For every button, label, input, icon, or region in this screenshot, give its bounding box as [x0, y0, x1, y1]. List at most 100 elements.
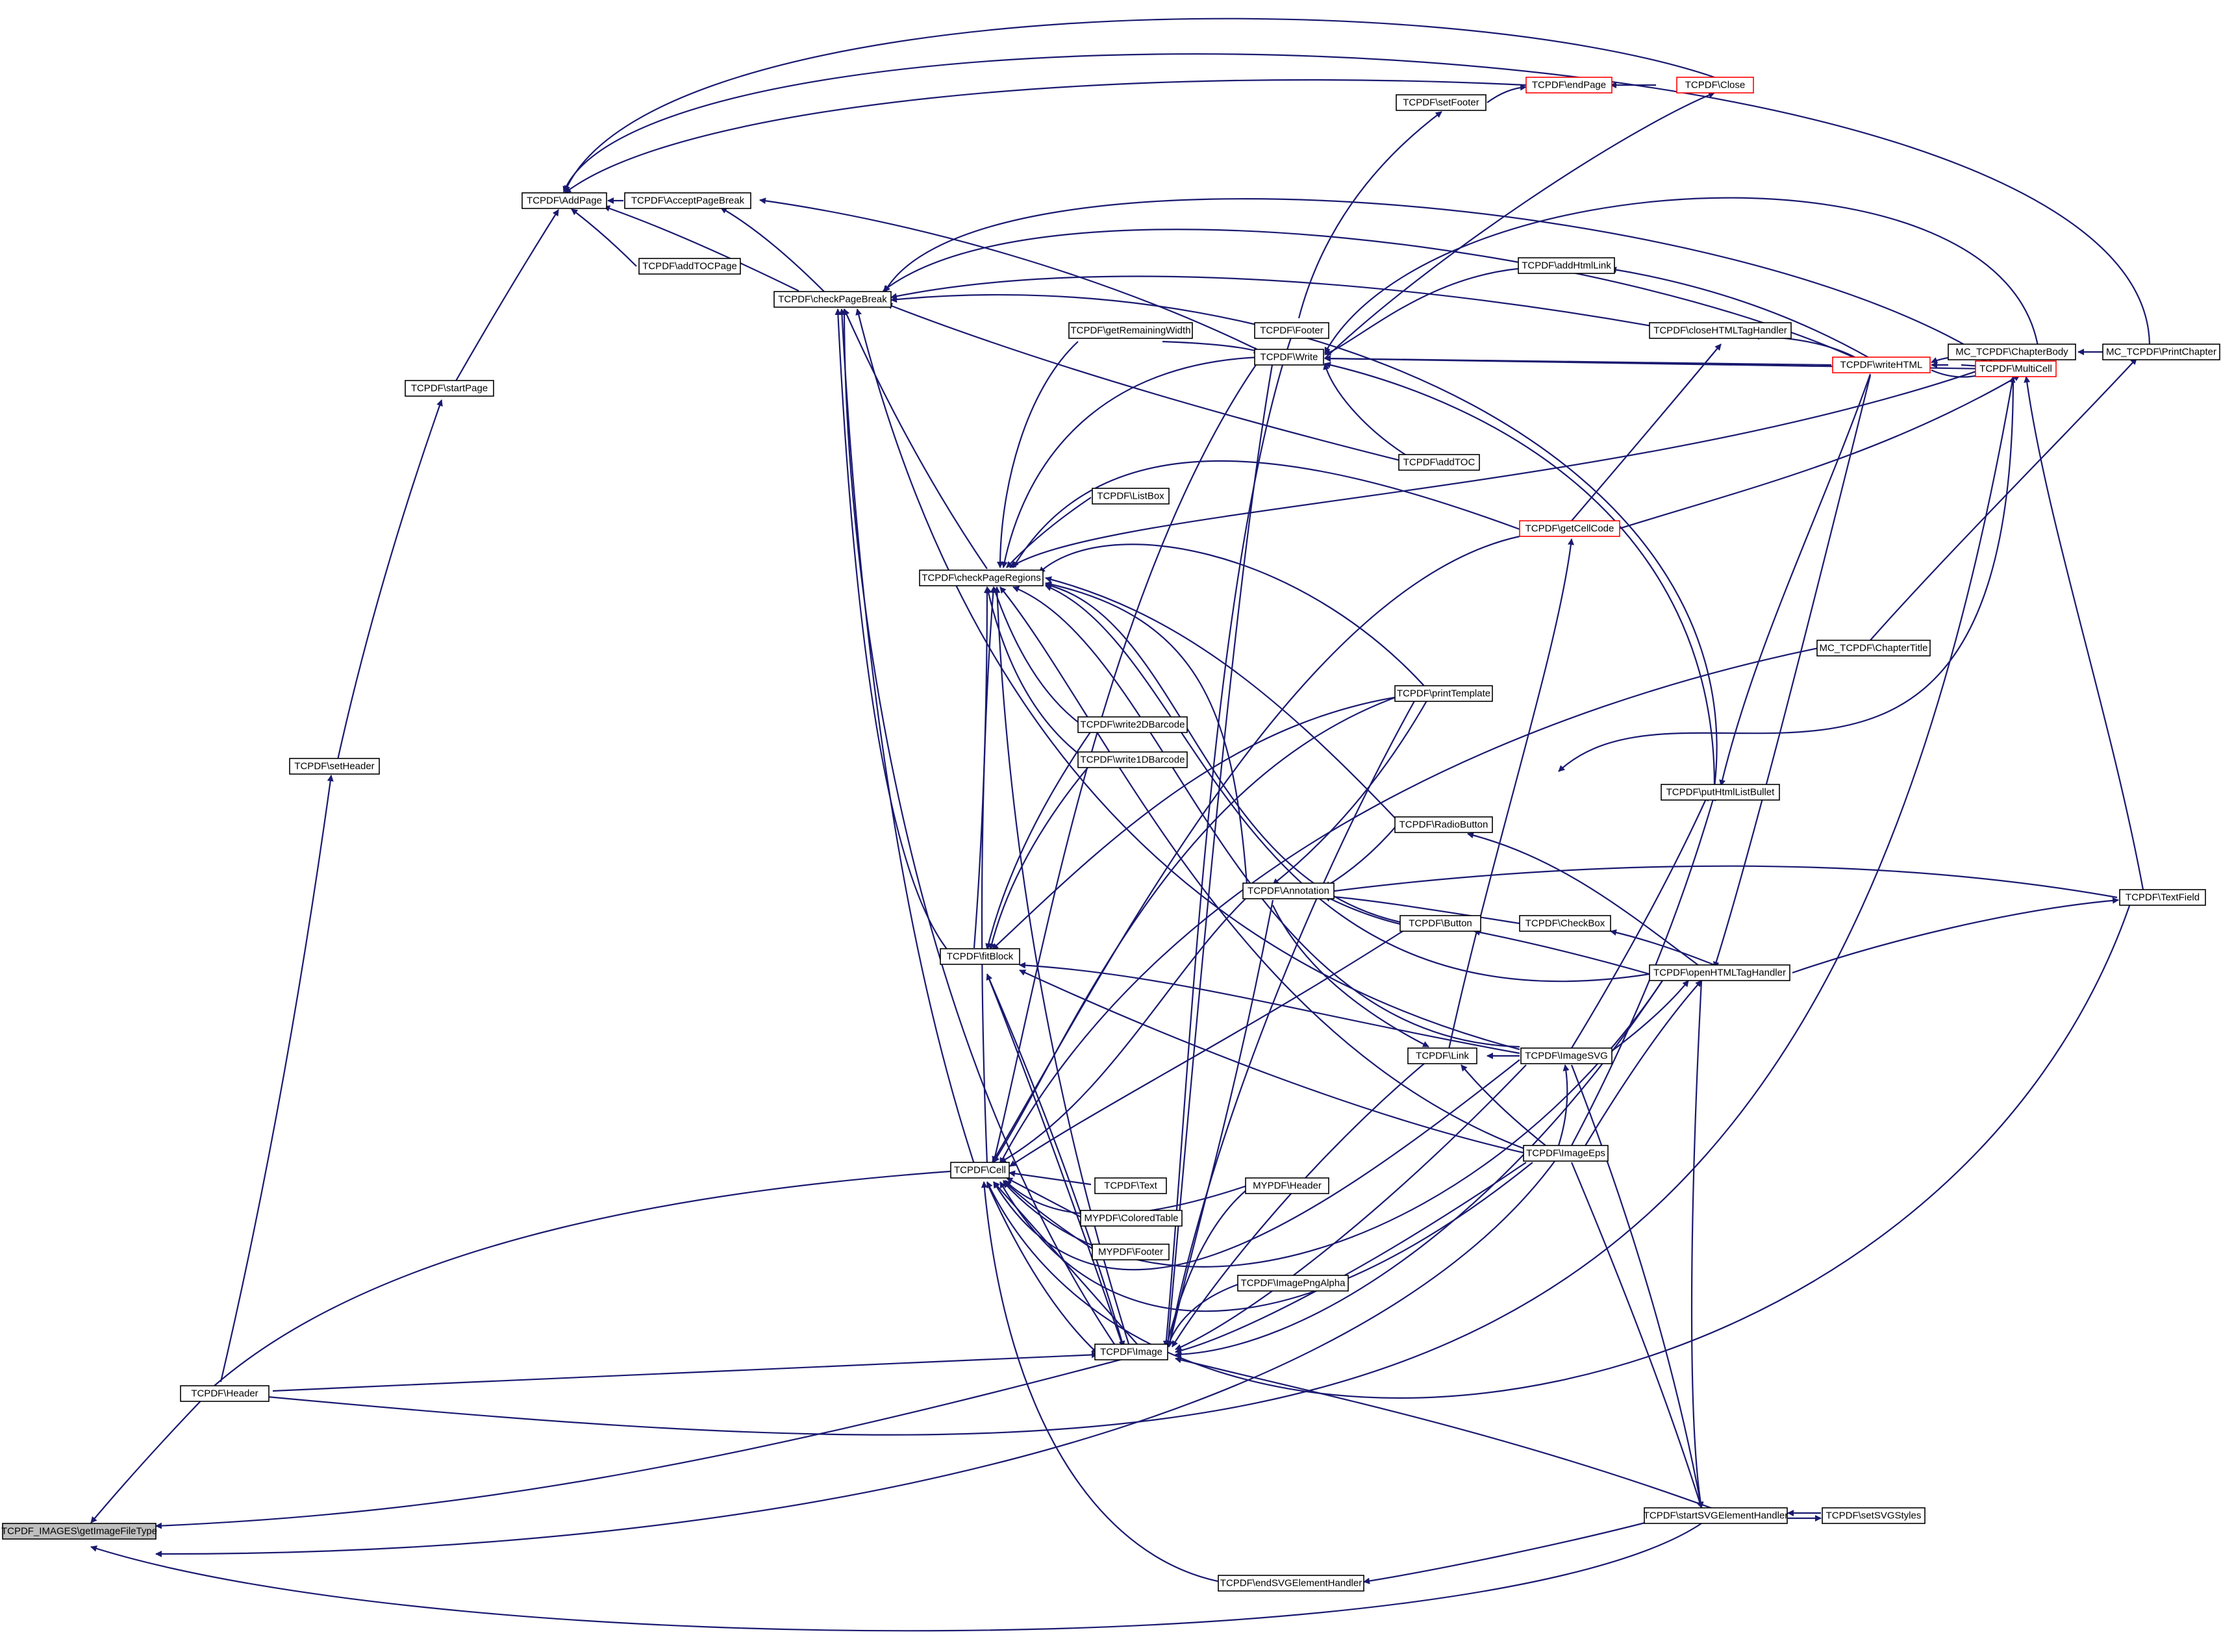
- node-addtoc[interactable]: TCPDF\addTOC: [1398, 454, 1480, 471]
- node-checkpageregions[interactable]: TCPDF\checkPageRegions: [919, 569, 1044, 586]
- edge-annotation-to-link: [1272, 905, 1429, 1047]
- edge-textfield-to-cell: [986, 903, 2131, 1399]
- node-mypdf-footer[interactable]: MYPDF\Footer: [1092, 1244, 1170, 1260]
- node-checkbox[interactable]: TCPDF\CheckBox: [1519, 915, 1611, 932]
- edge-imagesvg-to-cell: [993, 1059, 1520, 1271]
- node-textfield[interactable]: TCPDF\TextField: [2119, 889, 2206, 906]
- edge-write-to-close: [1324, 92, 1715, 359]
- edge-write-to-checkpageregions: [1001, 356, 1261, 568]
- node-chapterbody[interactable]: MC_TCPDF\ChapterBody: [1948, 344, 2076, 360]
- edge-multicell-to-checkpageregions: [1009, 366, 1988, 568]
- svg-text:TCPDF\ImageEps: TCPDF\ImageEps: [1526, 1148, 1605, 1159]
- node-setsvgstyles[interactable]: TCPDF\setSVGStyles: [1822, 1507, 1926, 1524]
- edge-endsvg-to-cell: [981, 1181, 1222, 1583]
- edge-button-to-annotation: [1324, 895, 1403, 926]
- node-checkpagebreak[interactable]: TCPDF\checkPageBreak: [773, 291, 892, 308]
- edge-imageeps-to-imagesvg: [1557, 1064, 1570, 1146]
- edge-setfooter-to-endpage: [1487, 84, 1527, 103]
- node-cell[interactable]: TCPDF\Cell: [950, 1162, 1010, 1179]
- node-multicell[interactable]: TCPDF\MultiCell: [1975, 360, 2057, 377]
- edge-setheader-to-startpage: [336, 399, 443, 760]
- node-getcellcode[interactable]: TCPDF\getCellCode: [1519, 520, 1620, 537]
- edge-footer-to-setfooter: [1298, 111, 1442, 319]
- node-startsvgelementhandler[interactable]: TCPDF\startSVGElementHandler: [1644, 1507, 1788, 1524]
- svg-text:TCPDF\putHtmlListBullet: TCPDF\putHtmlListBullet: [1666, 787, 1776, 798]
- node-addpage[interactable]: TCPDF\AddPage: [521, 192, 607, 209]
- node-mypdf-header[interactable]: MYPDF\Header: [1245, 1177, 1329, 1194]
- edge-annotation-to-image: [1167, 899, 1274, 1347]
- node-closehtmltaghandler[interactable]: TCPDF\closeHTMLTagHandler: [1649, 322, 1792, 339]
- edge-write1d-to-checkpageregions: [985, 586, 1079, 754]
- edge-link-to-image: [1172, 1059, 1429, 1347]
- node-imagepngalpha[interactable]: TCPDF\ImagePngAlpha: [1237, 1275, 1349, 1292]
- node-imageeps[interactable]: TCPDF\ImageEps: [1523, 1145, 1609, 1162]
- node-mypdf-coloredtable[interactable]: MYPDF\ColoredTable: [1080, 1210, 1183, 1227]
- edge-addtoc-to-write: [1323, 363, 1410, 458]
- svg-text:TCPDF\Link: TCPDF\Link: [1416, 1051, 1469, 1062]
- node-link[interactable]: TCPDF\Link: [1407, 1047, 1477, 1064]
- svg-text:TCPDF\writeHTML: TCPDF\writeHTML: [1840, 360, 1923, 371]
- edge-multicell-to-cell: [1558, 376, 2014, 772]
- node-close[interactable]: TCPDF\Close: [1676, 77, 1754, 94]
- node-startpage[interactable]: TCPDF\startPage: [405, 380, 494, 397]
- edge-getcellcode-to-closehtml: [1571, 344, 1722, 521]
- edge-endpage-to-addpage: [564, 79, 1527, 194]
- node-setfooter[interactable]: TCPDF\setFooter: [1396, 94, 1487, 111]
- node-button[interactable]: TCPDF\Button: [1399, 915, 1481, 932]
- svg-text:TCPDF\checkPageBreak: TCPDF\checkPageBreak: [778, 294, 887, 305]
- svg-text:TCPDF\startPage: TCPDF\startPage: [411, 383, 488, 394]
- node-endpage[interactable]: TCPDF\endPage: [1525, 77, 1612, 94]
- svg-text:TCPDF\Footer: TCPDF\Footer: [1260, 325, 1324, 336]
- node-write[interactable]: TCPDF\Write: [1254, 349, 1324, 366]
- edge-imageeps-to-checkpageregions: [999, 586, 1527, 1151]
- node-addtocpage[interactable]: TCPDF\addTOCPage: [638, 258, 741, 275]
- edge-write-to-image: [1164, 360, 1274, 1347]
- edge-imageeps-to-image: [1175, 1162, 1527, 1354]
- edge-openhtml-to-radiobutton: [1467, 832, 1702, 968]
- node-footer[interactable]: TCPDF\Footer: [1254, 322, 1329, 339]
- node-endsvgelementhandler[interactable]: TCPDF\endSVGElementHandler: [1218, 1575, 1364, 1592]
- node-header[interactable]: TCPDF\Header: [180, 1385, 270, 1402]
- node-puthtmllistbullet[interactable]: TCPDF\putHtmlListBullet: [1661, 784, 1780, 801]
- edge-image-to-fitblock: [986, 973, 1125, 1349]
- edge-myfooter-to-cell: [1003, 1180, 1098, 1253]
- node-radiobutton[interactable]: TCPDF\RadioButton: [1394, 816, 1493, 833]
- edge-fitblock-to-checkpagebreak: [834, 308, 949, 951]
- edge-openhtml-to-image: [1175, 980, 1663, 1358]
- svg-text:TCPDF\Header: TCPDF\Header: [191, 1388, 258, 1399]
- svg-text:TCPDF\getRemainingWidth: TCPDF\getRemainingWidth: [1070, 325, 1190, 336]
- edge-printtemplate-to-cell: [993, 695, 1399, 1163]
- node-openhtmltaghandler[interactable]: TCPDF\openHTMLTagHandler: [1649, 964, 1790, 981]
- node-listbox[interactable]: TCPDF\ListBox: [1092, 488, 1170, 505]
- node-write2dbarcode[interactable]: TCPDF\write2DBarcode: [1077, 716, 1188, 733]
- node-printtemplate[interactable]: TCPDF\printTemplate: [1394, 685, 1493, 702]
- node-printchapter[interactable]: MC_TCPDF\PrintChapter: [2102, 344, 2220, 360]
- node-chaptertitle[interactable]: MC_TCPDF\ChapterTitle: [1816, 640, 1931, 657]
- edge-openhtml-to-checkbox: [1610, 929, 1715, 966]
- edge-writehtml-to-closehtml: [1753, 333, 1858, 359]
- node-fitblock[interactable]: TCPDF\fitBlock: [940, 948, 1020, 965]
- svg-text:TCPDF\checkPageRegions: TCPDF\checkPageRegions: [922, 573, 1040, 584]
- edge-closehtml-to-checkpagebreak: [890, 275, 1663, 329]
- node-text[interactable]: TCPDF\Text: [1094, 1177, 1167, 1194]
- node-imagesvg[interactable]: TCPDF\ImageSVG: [1520, 1047, 1612, 1064]
- edge-getcellcode-to-checkpageregions: [1012, 460, 1520, 568]
- node-write1dbarcode[interactable]: TCPDF\write1DBarcode: [1077, 751, 1188, 768]
- edge-checkpagebreak-to-acceptpagebreak: [720, 207, 825, 293]
- node-getremainingwidth[interactable]: TCPDF\getRemainingWidth: [1068, 322, 1193, 339]
- edge-image-to-cell: [993, 1181, 1144, 1351]
- node-writehtml[interactable]: TCPDF\writeHTML: [1832, 357, 1931, 373]
- edge-radiobutton-to-annotation: [1324, 825, 1397, 888]
- node-setheader[interactable]: TCPDF\setHeader: [289, 758, 380, 775]
- edge-startsvg-to-endsvg: [1363, 1517, 1663, 1584]
- edge-image-to-checkpageregions: [994, 586, 1131, 1349]
- svg-text:TCPDF\MultiCell: TCPDF\MultiCell: [1979, 364, 2052, 375]
- node-getimagefiletype[interactable]: TCPDF_IMAGES\getImageFileType: [1, 1523, 157, 1540]
- node-acceptpagebreak[interactable]: TCPDF\AcceptPageBreak: [624, 192, 751, 209]
- svg-text:MC_TCPDF\PrintChapter: MC_TCPDF\PrintChapter: [2106, 347, 2216, 358]
- node-addhtmllink[interactable]: TCPDF\addHtmlLink: [1518, 257, 1615, 274]
- node-image[interactable]: TCPDF\Image: [1094, 1344, 1168, 1360]
- edge-imageeps-to-startsvg: [1570, 1162, 1703, 1508]
- node-annotation[interactable]: TCPDF\Annotation: [1242, 882, 1335, 899]
